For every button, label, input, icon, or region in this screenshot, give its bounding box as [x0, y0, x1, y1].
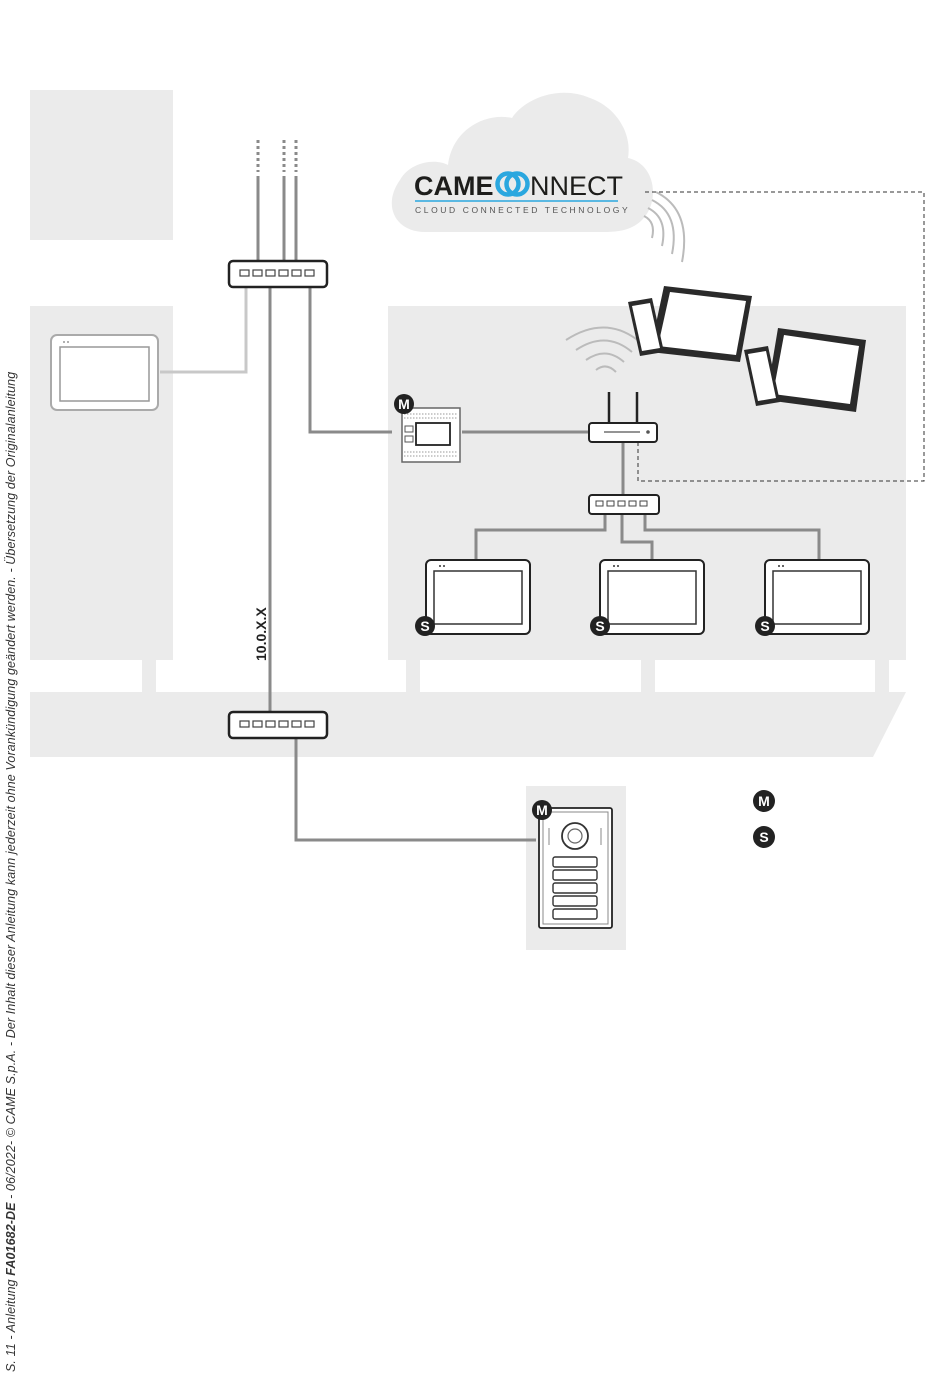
note-separator: - Anleitung: [4, 1276, 18, 1344]
brand-nnect: NNECT: [530, 171, 623, 201]
legend-master-badge: M: [753, 790, 775, 812]
video-monitor-icon: [426, 560, 530, 634]
network-switch-icon: [229, 712, 327, 738]
entry-panel-icon: [539, 808, 612, 928]
video-monitor-icon: [600, 560, 704, 634]
pillar-3: [641, 660, 655, 694]
master-badge-label: M: [536, 802, 548, 818]
legend-slave-label: S: [759, 829, 768, 845]
upstream-links: [258, 140, 296, 265]
pillar-4: [875, 660, 889, 694]
footer-side-note: S. 11 - Anleitung FA01682-DE - 06/2022- …: [4, 372, 18, 1372]
master-badge: M: [394, 394, 414, 414]
master-badge: M: [532, 800, 552, 820]
document-code: FA01682-DE: [4, 1202, 18, 1275]
slave-badge: S: [590, 616, 610, 636]
video-monitor-icon: [51, 335, 158, 410]
legend-slave-badge: S: [753, 826, 775, 848]
slave-badge-label: S: [760, 618, 769, 634]
server-module-icon: [402, 408, 460, 462]
network-address-label: 10.0.X.X: [253, 607, 269, 661]
slave-badge-label: S: [420, 618, 429, 634]
page-number: S. 11: [4, 1343, 18, 1372]
network-switch-icon: [229, 261, 327, 287]
pillar-1: [142, 660, 156, 694]
copyright-text: - 06/2022- © CAME S.p.A. - Der Inhalt di…: [4, 372, 18, 1203]
tablet-icon: [766, 328, 866, 412]
slave-badge-label: S: [595, 618, 604, 634]
master-badge-label: M: [398, 396, 410, 412]
legend: M S: [753, 790, 775, 848]
video-monitor-icon: [765, 560, 869, 634]
pillar-2: [406, 660, 420, 694]
tablet-icon: [650, 286, 752, 362]
zone-floor-band: [30, 692, 906, 757]
slave-badge: S: [755, 616, 775, 636]
network-switch-icon: [589, 495, 659, 514]
slave-badge: S: [415, 616, 435, 636]
legend-master-label: M: [758, 793, 770, 809]
zone-top-left: [30, 90, 173, 240]
brand-came: CAME: [414, 171, 494, 201]
brand-tagline: CLOUD CONNECTED TECHNOLOGY: [415, 205, 630, 215]
